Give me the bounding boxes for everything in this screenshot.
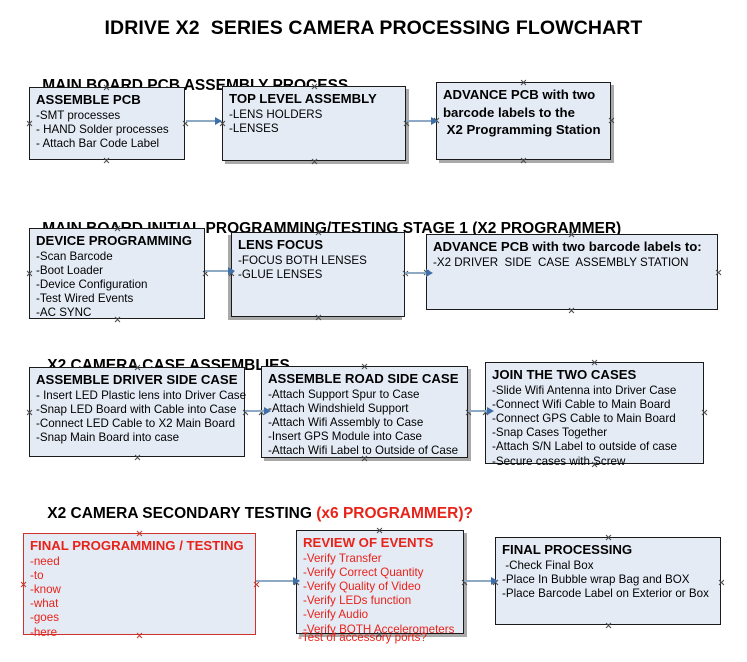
- box-review-of-events[interactable]: REVIEW OF EVENTS -Verify Transfer -Verif…: [296, 530, 464, 636]
- box-line: -Snap LED Board with Cable into Case: [36, 402, 237, 416]
- arrow-final-programming-to-review: [256, 576, 300, 586]
- box-line: -here: [30, 625, 58, 639]
- box-line: -what: [30, 597, 59, 611]
- box-line: -Scan Barcode: [36, 249, 113, 263]
- box-line: -LENSES: [229, 121, 279, 135]
- box-line: -Snap Cases Together: [492, 426, 608, 440]
- box-advance-pcb-programming-station[interactable]: ADVANCE PCB with two barcode labels to t…: [436, 82, 611, 160]
- box-line: -Place In Bubble wrap Bag and BOX: [502, 572, 690, 586]
- box-line: -to: [30, 568, 44, 582]
- box-line: -Verify Correct Quantity: [303, 565, 424, 579]
- box-line: -Connect LED Cable to X2 Main Board: [36, 416, 236, 430]
- box-title: TOP LEVEL ASSEMBLY: [229, 91, 377, 106]
- box-line: -Device Configuration: [36, 277, 148, 291]
- section-heading-secondary-testing: X2 CAMERA SECONDARY TESTING (x6 PROGRAMM…: [30, 487, 473, 541]
- box-line-overflow: -Test of accessory ports?: [298, 631, 427, 644]
- box-lens-focus[interactable]: LENS FOCUS -FOCUS BOTH LENSES -GLUE LENS…: [231, 232, 405, 317]
- box-line: -Snap Main Board into case: [36, 431, 180, 445]
- box-line: -LENS HOLDERS: [229, 107, 323, 121]
- section-heading-text: X2 CAMERA SECONDARY TESTING: [47, 505, 317, 522]
- box-title: ASSEMBLE PCB: [36, 92, 141, 107]
- box-line: -know: [30, 582, 61, 596]
- box-final-programming-testing[interactable]: FINAL PROGRAMMING / TESTING -need -to -k…: [23, 533, 256, 639]
- box-title: REVIEW OF EVENTS: [303, 535, 434, 550]
- box-line: -Verify Transfer: [303, 551, 382, 565]
- box-line: -GLUE LENSES: [238, 267, 323, 281]
- box-title: DEVICE PROGRAMMING: [36, 233, 193, 248]
- box-final-processing[interactable]: FINAL PROCESSING -Check Final Box -Place…: [495, 537, 721, 625]
- box-title: FINAL PROGRAMMING / TESTING: [30, 538, 244, 553]
- box-line: -Test Wired Events: [36, 292, 134, 306]
- box-line: - HAND Solder processes: [36, 122, 169, 136]
- box-line: -Secure cases with Screw: [492, 454, 626, 468]
- box-assemble-pcb[interactable]: ASSEMBLE PCB -SMT processes - HAND Solde…: [29, 87, 185, 160]
- box-title: FINAL PROCESSING: [502, 542, 633, 557]
- box-title: ADVANCE PCB with two: [443, 87, 596, 102]
- box-line: -Verify LEDs function: [303, 594, 412, 608]
- box-line: -X2 DRIVER SIDE CASE ASSEMBLY STATION: [433, 255, 689, 269]
- box-line: -Connect Wifi Cable to Main Board: [492, 397, 671, 411]
- box-line: barcode labels to the: [443, 104, 575, 120]
- box-title: LENS FOCUS: [238, 237, 323, 252]
- box-line: -Slide Wifi Antenna into Driver Case: [492, 383, 677, 397]
- box-line: -Insert GPS Module into Case: [268, 430, 423, 444]
- box-line: -Attach Support Spur to Case: [268, 387, 420, 401]
- box-line: -Check Final Box: [502, 558, 594, 572]
- box-line: -Boot Loader: [36, 263, 104, 277]
- arrow-assemble-pcb-to-top-level: [186, 116, 222, 126]
- box-line: - Insert LED Plastic lens into Driver Ca…: [36, 388, 247, 402]
- box-top-level-assembly[interactable]: TOP LEVEL ASSEMBLY -LENS HOLDERS -LENSES: [222, 86, 406, 161]
- box-line: -Connect GPS Cable to Main Board: [492, 411, 676, 425]
- box-title: JOIN THE TWO CASES: [492, 367, 637, 382]
- box-line: -Attach Wifi Assembly to Case: [268, 415, 424, 429]
- box-line: -Attach S/N Label to outside of case: [492, 440, 677, 454]
- box-line: -goes: [30, 611, 60, 625]
- box-title: ASSEMBLE ROAD SIDE CASE: [268, 371, 459, 386]
- box-line: -Place Barcode Label on Exterior or Box: [502, 586, 709, 600]
- box-assemble-road-side-case[interactable]: ASSEMBLE ROAD SIDE CASE -Attach Support …: [261, 366, 468, 458]
- box-line: -SMT processes: [36, 108, 121, 122]
- box-assemble-driver-side-case[interactable]: ASSEMBLE DRIVER SIDE CASE - Insert LED P…: [29, 367, 247, 457]
- arrow-top-level-to-advance-pcb: [406, 116, 438, 126]
- box-line: X2 Programming Station: [443, 122, 601, 137]
- box-line: -Attach Windshield Support: [268, 401, 409, 415]
- box-line: -need: [30, 554, 60, 568]
- box-join-the-two-cases[interactable]: JOIN THE TWO CASES -Slide Wifi Antenna i…: [485, 362, 704, 468]
- box-line: -Verify Quality of Video: [303, 579, 421, 593]
- box-device-programming[interactable]: DEVICE PROGRAMMING -Scan Barcode -Boot L…: [29, 228, 205, 319]
- page-title: IDRIVE X2 SERIES CAMERA PROCESSING FLOWC…: [104, 17, 643, 39]
- box-line: -AC SYNC: [36, 306, 92, 320]
- box-line: -Verify BOTH Accelerometers: [303, 622, 455, 636]
- box-line: -Attach Wifi Label to Outside of Case: [268, 444, 459, 458]
- box-line: -FOCUS BOTH LENSES: [238, 253, 367, 267]
- section-heading-accent: (x6 PROGRAMMER)?: [316, 505, 473, 522]
- box-title: ADVANCE PCB with two barcode labels to:: [433, 239, 702, 254]
- arrow-review-to-final-processing: [464, 576, 498, 586]
- box-line: -Verify Audio: [303, 608, 369, 622]
- box-line: - Attach Bar Code Label: [36, 136, 160, 150]
- box-advance-pcb-driver-side[interactable]: ADVANCE PCB with two barcode labels to: …: [426, 234, 718, 310]
- box-title: ASSEMBLE DRIVER SIDE CASE: [36, 372, 238, 387]
